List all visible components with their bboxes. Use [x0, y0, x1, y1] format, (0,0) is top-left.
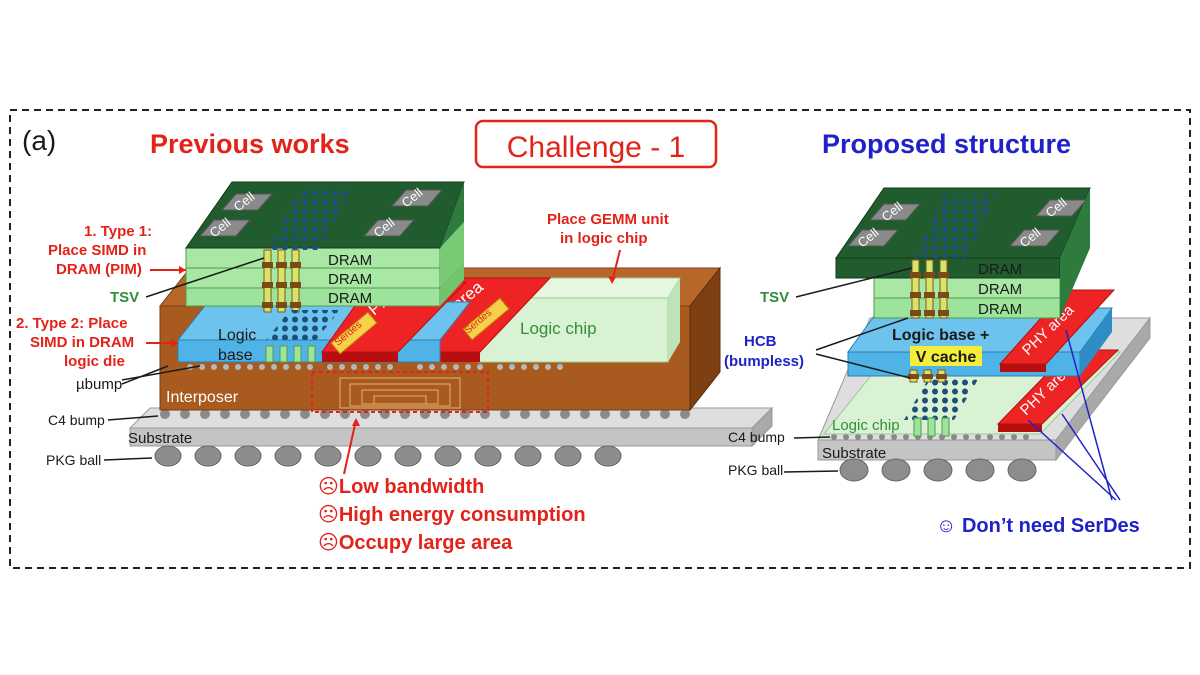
- left-dram-1-side: [440, 222, 464, 268]
- left-ubumps: [187, 364, 563, 370]
- interposer-label: Interposer: [166, 389, 239, 406]
- interposer-traces: [339, 377, 461, 409]
- type2-line3: logic die: [64, 353, 125, 370]
- right-dram-label-3: DRAM: [978, 301, 1022, 318]
- benefit-label: ☺ Don’t need SerDes: [936, 515, 1140, 537]
- left-dram-dots: [268, 188, 352, 250]
- vcache-box: [910, 346, 982, 366]
- challenge-box: [474, 119, 718, 169]
- type2-line2: SIMD in DRAM: [30, 334, 134, 351]
- right-substrate-side: [1055, 316, 1151, 462]
- serdes-arrows: [1027, 329, 1121, 501]
- left-logic-chip-label: Logic chip: [520, 319, 597, 338]
- panel-label: (a): [22, 125, 56, 156]
- left-pkg-arrow: [103, 457, 153, 461]
- right-tsv-arrow: [795, 267, 913, 298]
- drawback-arrow: [343, 419, 357, 475]
- right-dram-2-front: [873, 277, 1061, 299]
- right-dram-label-2: DRAM: [978, 281, 1022, 298]
- interposer-side: [689, 266, 721, 412]
- left-logic-base-label-2: base: [218, 347, 253, 364]
- type1-line1: 1. Type 1:: [84, 223, 152, 240]
- type2-line1: 2. Type 2: Place: [16, 315, 127, 332]
- right-dram-3-front: [873, 297, 1061, 319]
- left-dram-3-front: [185, 287, 441, 307]
- right-dram-label-1: DRAM: [978, 261, 1022, 278]
- right-phy-area-1-edge: [1000, 364, 1046, 372]
- right-pkg-arrow: [783, 470, 839, 473]
- left-ubump-arrow-1: [121, 365, 201, 381]
- interposer-wiring: [311, 371, 489, 413]
- right-substrate-label: Substrate: [822, 445, 886, 462]
- right-lower-pillars: [913, 417, 950, 437]
- hcb-line2: (bumpless): [724, 353, 804, 370]
- gemm-line2: in logic chip: [560, 230, 648, 247]
- left-ubump-label: µbump: [76, 376, 122, 393]
- left-serdes-2: [462, 297, 510, 341]
- left-dram-label-3: DRAM: [328, 290, 372, 307]
- right-pillar-dots: [904, 376, 980, 420]
- right-dram-dots: [914, 194, 996, 258]
- left-title: Previous works: [150, 129, 350, 159]
- right-logic-base-side: [1080, 308, 1112, 376]
- left-logic-base-label-1: Logic: [218, 327, 256, 344]
- type1-line2: Place SIMD in: [48, 242, 146, 259]
- left-substrate-front: [129, 427, 753, 447]
- left-c4-label: C4 bump: [48, 412, 105, 428]
- left-pkg-balls: [154, 445, 622, 467]
- left-c4-arrow: [107, 415, 159, 421]
- right-c4-arrow: [793, 436, 831, 439]
- left-substrate-side: [751, 406, 773, 448]
- right-tsv-label: TSV: [760, 289, 789, 306]
- right-cells: Cell Cell Cell Cell: [846, 195, 1088, 250]
- figure-frame: [9, 109, 1191, 569]
- left-serdes-1: [330, 311, 378, 355]
- left-pkg-label: PKG ball: [46, 452, 101, 468]
- challenge-label: Challenge - 1: [507, 131, 685, 164]
- right-title: Proposed structure: [822, 129, 1071, 159]
- left-logic-chip-side: [668, 278, 680, 362]
- left-dram-1-front: [185, 247, 441, 269]
- gemm-arrow: [611, 249, 621, 283]
- right-c4-label: C4 bump: [728, 429, 785, 445]
- hcb-arrow-1: [815, 317, 909, 351]
- right-structure: Logic chip PHY area Logic base + V cache…: [817, 187, 1152, 482]
- gemm-line1: Place GEMM unit: [547, 211, 669, 228]
- right-c4-bumps: [831, 434, 1029, 440]
- right-tsvs: [910, 259, 949, 319]
- drawback-3: ☹Occupy large area: [318, 532, 513, 554]
- left-c4-bumps: [160, 409, 690, 419]
- left-base-pillars: [265, 345, 316, 363]
- right-phy-area-2-edge: [998, 424, 1042, 432]
- right-base-pillars: [908, 369, 947, 383]
- left-ubump-arrow-2: [121, 365, 169, 385]
- left-dram-label-2: DRAM: [328, 271, 372, 288]
- left-tsv-label: TSV: [110, 289, 139, 306]
- hcb-line1: HCB: [744, 333, 777, 350]
- right-pkg-label: PKG ball: [728, 462, 783, 478]
- type1-line3: DRAM (PIM): [56, 261, 142, 278]
- left-substrate-label: Substrate: [128, 430, 192, 447]
- left-phy-area-1-edge: [322, 352, 398, 362]
- right-dram-side: [1060, 188, 1090, 318]
- left-dram-label-1: DRAM: [328, 252, 372, 269]
- drawback-2: ☹High energy consumption: [318, 504, 586, 526]
- right-logic-chip-label: Logic chip: [832, 417, 900, 434]
- drawback-1: ☹Low bandwidth: [318, 476, 484, 498]
- left-dram-2-side: [440, 242, 464, 288]
- left-tsvs: [262, 249, 301, 313]
- left-tsv-arrow: [145, 257, 265, 298]
- left-structure: Interposer Logic chip PHY area Serdes Lo: [128, 181, 774, 467]
- right-logic-base-label: Logic base +: [892, 327, 989, 344]
- right-pkg-balls: [839, 458, 1037, 482]
- vcache-label: V cache: [916, 349, 977, 366]
- hcb-arrow-2: [815, 353, 911, 379]
- left-dram-top-edge: [440, 182, 464, 248]
- left-dram-3-side: [440, 262, 464, 306]
- left-base-dots: [266, 310, 340, 340]
